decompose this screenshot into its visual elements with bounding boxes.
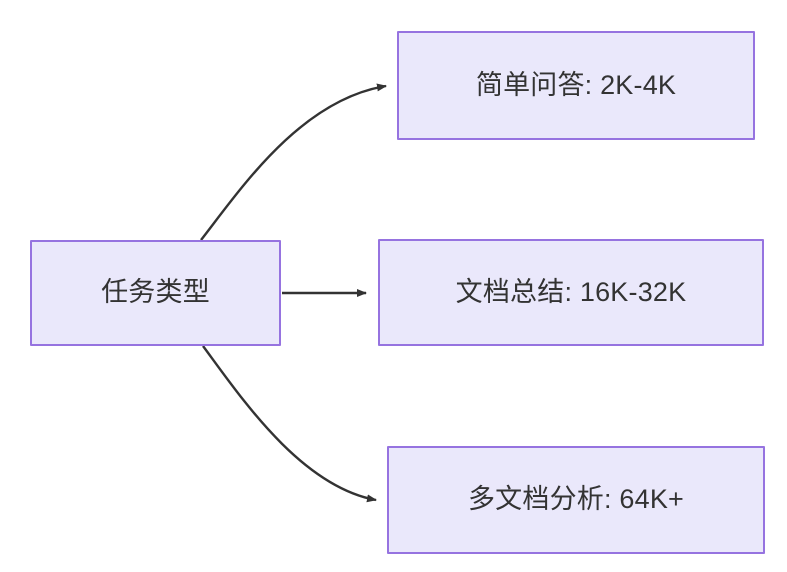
node-doc-summary-label: 文档总结: 16K-32K <box>455 276 687 307</box>
node-simple-qa[interactable]: 简单问答: 2K-4K <box>397 31 755 140</box>
node-task-type[interactable]: 任务类型 <box>30 240 281 346</box>
node-doc-summary[interactable]: 文档总结: 16K-32K <box>378 239 764 346</box>
node-multi-doc[interactable]: 多文档分析: 64K+ <box>387 446 765 554</box>
edge-task-type-to-multi-doc <box>202 345 377 503</box>
node-task-type-label: 任务类型 <box>101 277 210 308</box>
edge-task-type-to-simple-qa <box>200 83 387 241</box>
node-simple-qa-label: 简单问答: 2K-4K <box>475 69 677 100</box>
node-multi-doc-label: 多文档分析: 64K+ <box>467 484 684 515</box>
